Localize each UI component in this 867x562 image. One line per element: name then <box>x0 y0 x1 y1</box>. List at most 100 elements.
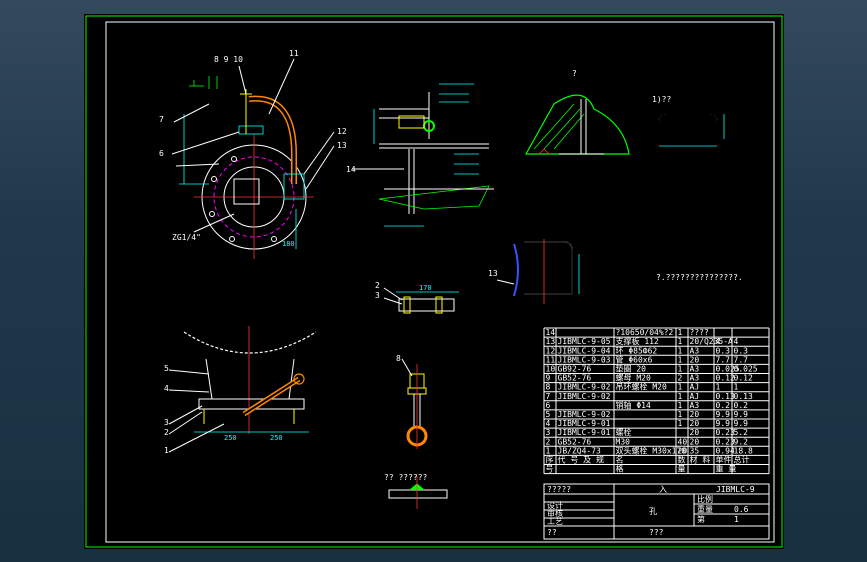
bom-cell-mat: AJ <box>690 392 700 401</box>
bom-cell-w1: 9.9 <box>716 419 731 428</box>
bom-cell-mat: 20/Q235-A <box>690 337 734 346</box>
callout-12: 12 <box>337 127 347 136</box>
callout-4: 4 <box>164 384 169 393</box>
bom-cell-no: 6 <box>546 401 551 410</box>
u-part-13: 13 <box>488 239 580 304</box>
tech-note: ?.???????????????. <box>656 273 743 282</box>
callout-5: 5 <box>164 364 169 373</box>
bom-cell-w2: 7.7 <box>734 355 749 364</box>
bom-cell-name: 销轴 Φ14 <box>616 400 651 410</box>
bom-cell-no: 13 <box>546 337 556 346</box>
dim-180: 180 <box>282 240 295 248</box>
bom-cell-mat: 20 <box>690 410 700 419</box>
bom-cell-qty: 1 <box>678 337 683 346</box>
bom-cell-no: 2 <box>546 437 551 446</box>
bom-cell-mat: 20 <box>690 437 700 446</box>
bom-cell-mat: 材 料 <box>690 455 711 465</box>
bom-cell-mat: 20 <box>690 419 700 428</box>
callout-13: 13 <box>337 141 347 150</box>
bom-cell-mat: AJ <box>690 383 700 392</box>
weld-part: ?? ?????? <box>384 473 448 509</box>
callout-3: 3 <box>375 291 380 300</box>
bom-cell-code: JIBMLC-9-05 <box>558 337 611 346</box>
callout-6: 6 <box>159 149 164 158</box>
bom-cell-mat: A3 <box>690 401 700 410</box>
saddle-view: 5 4 3 2 1 250 250 <box>164 326 317 455</box>
bom-cell-qty: 2 <box>678 374 683 383</box>
bom-cell-w2: 0.13 <box>734 392 753 401</box>
bom-cell-w2: 0.025 <box>734 365 758 374</box>
bom-cell-w2: 9.9 <box>734 419 749 428</box>
bom-cell-code: JIBMLC-9-04 <box>558 346 611 355</box>
tb-check: 审核 <box>547 508 563 518</box>
bom-cell-w2: 1 <box>734 383 739 392</box>
bom-cell-w2: 9.2 <box>734 437 749 446</box>
callout-2: 2 <box>375 281 380 290</box>
bom-cell-qty: 20 <box>678 446 688 455</box>
bom-cell-qty: 1 <box>678 346 683 355</box>
tb-scale: 比例 <box>697 494 713 504</box>
bom-cell-w1: 7.7 <box>716 355 731 364</box>
bom-cell-name: M30 <box>616 437 631 446</box>
bom-cell-w2: 4 <box>734 337 739 346</box>
bom-cell-code: GB52-76 <box>558 437 592 446</box>
bom-cell-mat: A3 <box>690 365 700 374</box>
callout-3b: 3 <box>164 418 169 427</box>
bom-cell-code: JIBMLC-9-03 <box>558 355 611 364</box>
bom-cell-name: 螺母 M20 <box>616 373 651 383</box>
bom-cell-code: JIBMLC-9-01 <box>558 428 611 437</box>
tb-sheet-val: 1 <box>734 515 739 524</box>
callout-13b: 13 <box>488 269 498 278</box>
bom-cell-code: JIBMLC-9-02 <box>558 392 611 401</box>
bom-cell-no: 4 <box>546 419 551 428</box>
bom-cell-no: 11 <box>546 355 556 364</box>
tb-prefix: 入 <box>659 485 667 494</box>
bom-cell-no: 3 <box>546 428 551 437</box>
bom-cell-w1: 0.23 <box>716 428 735 437</box>
weld-detail: ? <box>524 69 630 155</box>
tb-weight-val: 0.6 <box>734 505 749 514</box>
tb-sheet: 第 <box>697 514 705 524</box>
bom-cell-mat: ???? <box>690 328 709 337</box>
tb-code: JIBMLC-9 <box>716 485 755 494</box>
bom-cell-w1: 9.9 <box>716 410 731 419</box>
bom-cell-name: 螺栓 <box>616 427 632 437</box>
u-bracket-detail: 1)?? <box>652 95 725 147</box>
bom-cell-qty: 1 <box>678 383 683 392</box>
title-block: JIBMLC-9 孔 入 设计 审核 工艺 ?? ??? 比例 重量 第 0.6… <box>543 483 770 540</box>
bom-cell-mat: 20 <box>690 355 700 364</box>
bom-cell-w1: 0.2 <box>716 401 731 410</box>
cad-drawing: 8 9 10 11 7 6 12 13 ZG1/4" 180 14 <box>85 15 783 548</box>
bom-cell-mat: A3 <box>690 374 700 383</box>
detail-1-label: ? <box>572 69 577 78</box>
dim-250b: 250 <box>270 434 283 442</box>
tb-approve: ?? <box>547 528 557 537</box>
bom-cell-no: 14 <box>546 328 556 337</box>
bom-cell-code: GB92-76 <box>558 365 592 374</box>
callout-7: 7 <box>159 115 164 124</box>
bom-cell-no: 12 <box>546 346 556 355</box>
bom-cell-no: 1 <box>546 446 551 455</box>
bom-cell-mat: 20 <box>690 428 700 437</box>
inner-frame <box>105 21 775 543</box>
detail-2-label: 1)?? <box>652 95 671 104</box>
dim-170: 170 <box>419 284 432 292</box>
bom-cell-name: 吊环螺栓 M20 <box>616 382 667 392</box>
tb-misc: ??? <box>649 528 664 537</box>
bom-cell-qty: 40 <box>678 437 688 446</box>
bom-cell-name: 环 Φ85Ф62 <box>616 346 658 355</box>
bom-cell-code: JIBMLC-9-01 <box>558 419 611 428</box>
callout-11: 11 <box>289 49 299 58</box>
bom-cell-w1: 0.3 <box>716 346 731 355</box>
bom-cell-w2: 0.2 <box>734 401 749 410</box>
tb-qa: 工艺 <box>547 517 563 526</box>
bom-cell-no: 7 <box>546 392 551 401</box>
callout-8-9-10: 8 9 10 <box>214 55 243 64</box>
main-ring-view: 8 9 10 11 7 6 12 13 ZG1/4" 180 <box>159 49 347 259</box>
bom-cell-qty: 1 <box>678 419 683 428</box>
callout-8: 8 <box>396 354 401 363</box>
bom-cell-no: 号 <box>546 465 554 474</box>
bom-cell-qty: 数 <box>678 455 686 465</box>
bom-cell-w1: 0.13 <box>716 392 735 401</box>
side-section-view: 14 <box>346 83 494 227</box>
